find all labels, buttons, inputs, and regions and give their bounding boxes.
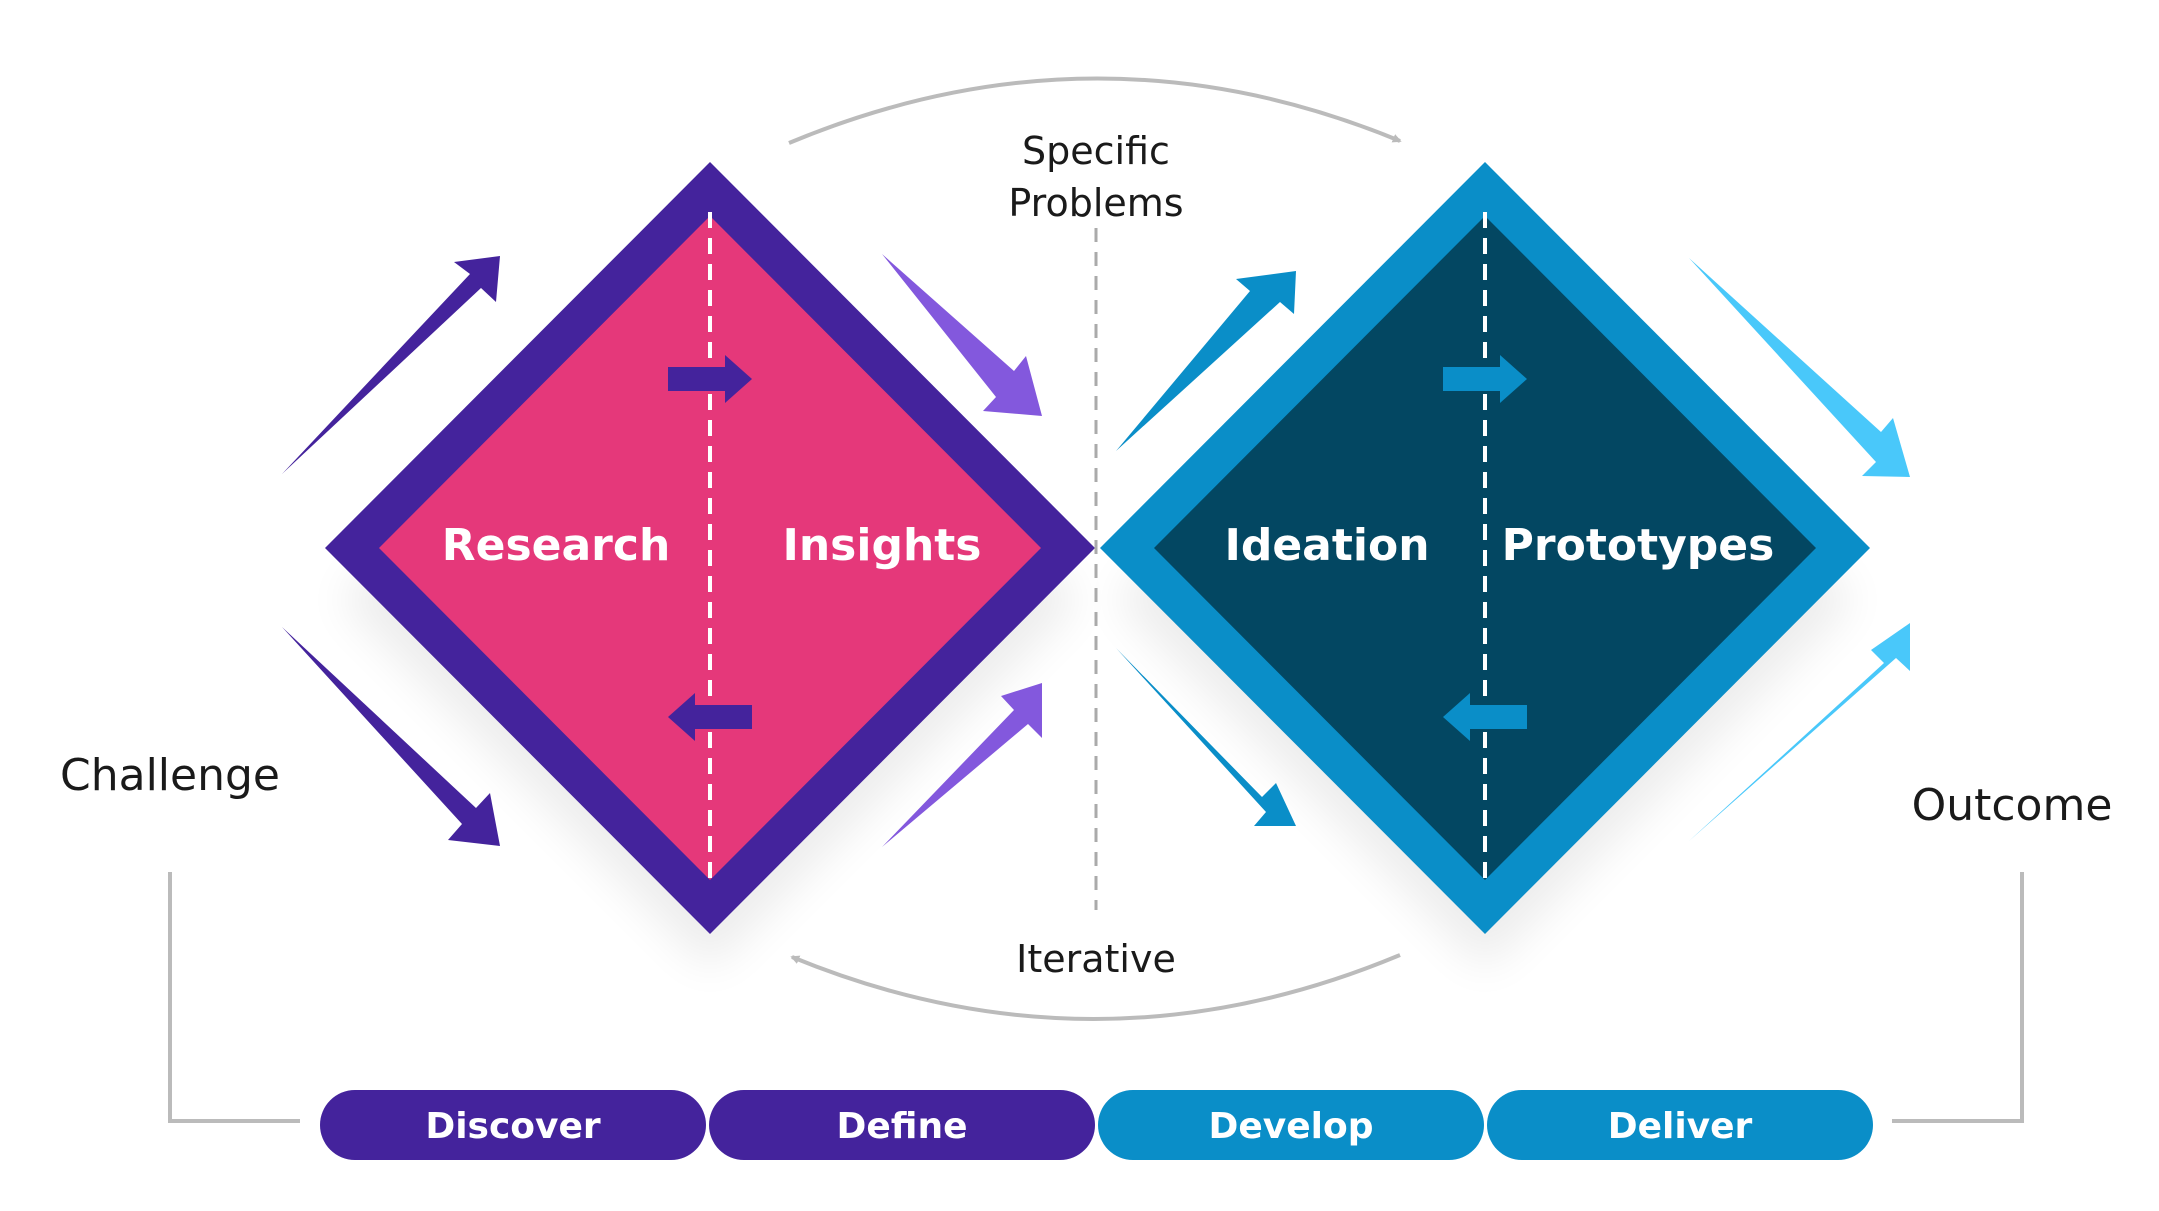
challenge-label: Challenge xyxy=(60,750,280,801)
outcome-bracket xyxy=(1892,872,2024,1123)
inner-arrow-right-icon xyxy=(1443,355,1527,403)
phase-develop xyxy=(1098,1090,1484,1160)
research-label: Research xyxy=(442,520,671,571)
left-diamond-fill xyxy=(379,216,1041,880)
outer-arrows-right xyxy=(1116,258,1910,841)
arrow-up-right-icon xyxy=(882,683,1042,847)
curved-arrow-bottom xyxy=(790,953,1401,1021)
arrow-up-right-icon xyxy=(1689,623,1910,841)
inner-arrow-right-icon xyxy=(668,355,752,403)
prototypes-label: Prototypes xyxy=(1502,520,1775,571)
right-diamond-fill xyxy=(1154,216,1816,880)
outer-arrows-left xyxy=(282,254,1042,847)
specific-problems-line1: Specific xyxy=(1022,129,1170,173)
inner-arrow-left-icon xyxy=(668,693,752,741)
phase-develop-label: Develop xyxy=(1208,1106,1373,1147)
insights-label: Insights xyxy=(782,520,981,571)
challenge-bracket xyxy=(168,872,300,1123)
phase-discover-label: Discover xyxy=(425,1106,601,1147)
ideation-label: Ideation xyxy=(1224,520,1429,571)
arrow-down-right-icon xyxy=(882,254,1042,416)
iterative-label: Iterative xyxy=(1016,937,1176,981)
right-diamond: Ideation Prototypes xyxy=(1100,162,1870,934)
curved-arrow-top xyxy=(788,76,1402,145)
outcome-label: Outcome xyxy=(1912,780,2113,831)
arrow-down-right-icon xyxy=(1116,648,1296,826)
arrow-down-right-icon xyxy=(1689,258,1910,477)
phase-deliver-label: Deliver xyxy=(1608,1106,1753,1147)
specific-problems-line2: Problems xyxy=(1008,181,1183,225)
phase-deliver xyxy=(1487,1090,1873,1160)
phase-define xyxy=(709,1090,1095,1160)
arrow-up-right-icon xyxy=(282,256,500,474)
left-diamond: Research Insights xyxy=(325,162,1095,934)
arrow-up-right-icon xyxy=(1116,271,1296,451)
inner-arrow-left-icon xyxy=(1443,693,1527,741)
phase-bar: Discover Define Develop Deliver xyxy=(320,1090,1873,1160)
arrow-down-right-icon xyxy=(282,627,500,846)
phase-define-label: Define xyxy=(836,1106,967,1147)
phase-discover xyxy=(320,1090,706,1160)
